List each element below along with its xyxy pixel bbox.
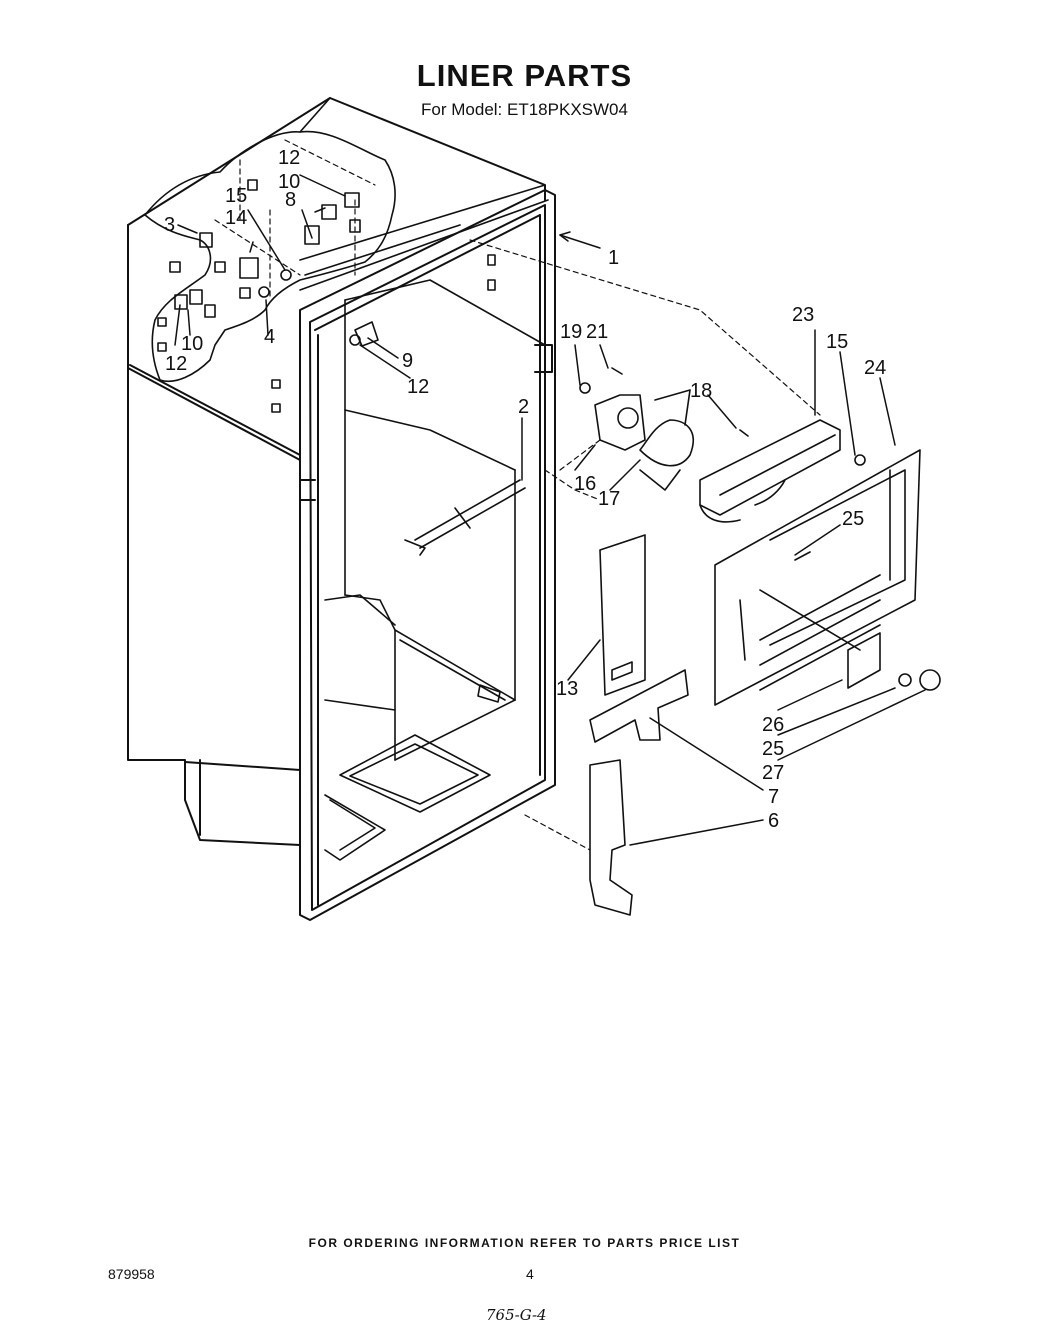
top-dashed-leaders	[214, 139, 821, 416]
air-ducts	[589, 534, 689, 916]
callout-9: 9	[402, 350, 413, 372]
callout-15a: 15	[225, 185, 247, 207]
callout-13: 13	[556, 678, 578, 700]
liner-frame	[299, 189, 556, 921]
callout-2: 2	[518, 396, 529, 418]
callout-26: 26	[762, 714, 784, 736]
callout-19: 19	[560, 321, 582, 343]
callout-14: 14	[225, 207, 247, 229]
evaporator-cover	[699, 419, 841, 523]
callout-7: 7	[768, 786, 779, 808]
callout-18: 18	[690, 380, 712, 402]
callout-17: 17	[598, 488, 620, 510]
top-cutaway	[144, 97, 549, 382]
page-title: LINER PARTS	[416, 58, 633, 93]
callout-12a: 12	[278, 147, 300, 169]
callout-4: 4	[264, 326, 275, 348]
callout-23: 23	[792, 304, 814, 326]
top-small-parts	[157, 179, 496, 413]
callout-3: 3	[164, 214, 175, 236]
callout-12c: 12	[407, 376, 429, 398]
model-subtitle: For Model: ET18PKXSW04	[421, 100, 628, 119]
callout-27: 27	[762, 762, 784, 784]
document-number: 879958	[108, 1266, 155, 1282]
callout-24: 24	[864, 357, 886, 379]
callout-6: 6	[768, 810, 779, 832]
rear-panel	[714, 449, 921, 706]
plate-screw-knob	[847, 632, 941, 691]
callout-10b: 10	[181, 333, 203, 355]
fan-motor-assembly	[579, 367, 749, 491]
callout-16: 16	[574, 473, 596, 495]
heater-tube	[399, 479, 526, 703]
callout-8: 8	[285, 189, 296, 211]
callout-21: 21	[586, 321, 608, 343]
liner-interior	[324, 279, 546, 861]
callout-25a: 25	[842, 508, 864, 530]
callout-labels: 1 2 3 4 6 7 8 9 10 10 12 12 12 13 14 15 …	[164, 147, 886, 832]
handwritten-note: 765-G-4	[486, 1306, 547, 1324]
callout-12b: 12	[165, 353, 187, 375]
clip-9	[349, 321, 379, 347]
leader-arrows	[174, 174, 926, 846]
callout-25b: 25	[762, 738, 784, 760]
callout-15b: 15	[826, 331, 848, 353]
duct-dashed-leaders	[524, 439, 601, 851]
page-number: 4	[526, 1266, 534, 1282]
callout-1: 1	[608, 247, 619, 269]
ordering-info-footer: FOR ORDERING INFORMATION REFER TO PARTS …	[308, 1236, 741, 1250]
callout-10a: 10	[278, 171, 300, 193]
